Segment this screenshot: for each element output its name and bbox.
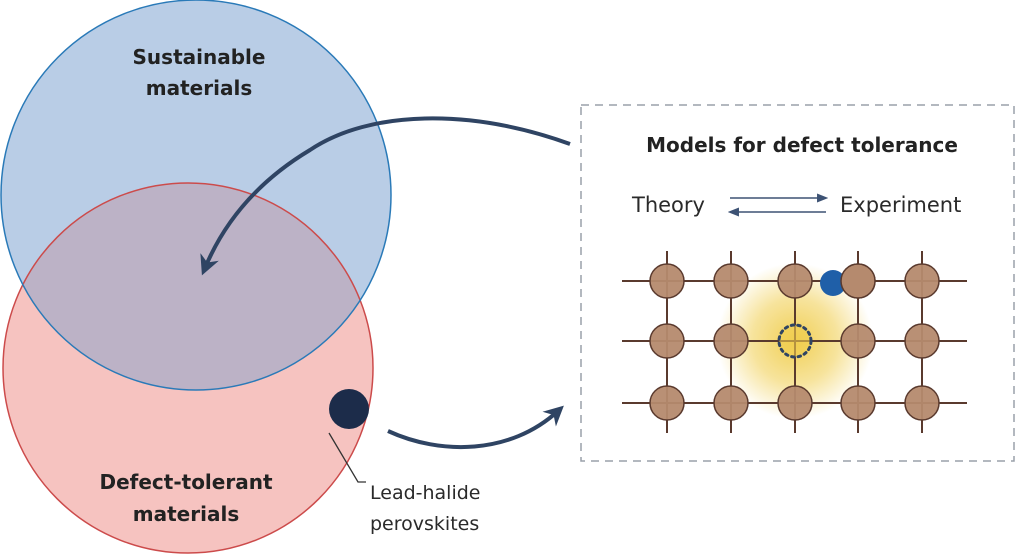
lattice-atom [713, 263, 749, 299]
lattice-atom [904, 385, 940, 421]
defect-tolerant-outline [2, 182, 374, 554]
arrow-to-overlap [200, 116, 571, 276]
lattice-atom [904, 263, 940, 299]
defect-tolerant-label-line1: Defect-tolerant [99, 470, 272, 494]
sustainable-label-line2: materials [146, 76, 252, 100]
sustainable-label-line1: Sustainable [133, 45, 266, 69]
lattice-atom [840, 385, 876, 421]
crystal-lattice [622, 251, 967, 433]
interstitial-atom [820, 270, 846, 296]
overlap-region [3, 183, 373, 390]
perovskite-leader-line [328, 432, 366, 483]
lattice-atom [713, 323, 749, 359]
lattice-atom [840, 323, 876, 359]
lattice-atom [840, 263, 876, 299]
sustainable-outline [0, 0, 392, 391]
lattice-atom [649, 323, 685, 359]
lattice-atom [904, 323, 940, 359]
models-box-title: Models for defect tolerance [646, 133, 958, 157]
theory-label: Theory [631, 193, 705, 217]
lattice-atom [713, 385, 749, 421]
vacancy-site [777, 323, 813, 359]
lattice-atom [649, 263, 685, 299]
lattice-atom [777, 263, 813, 299]
models-box [580, 104, 1015, 462]
defect-tolerant-label-line2: materials [133, 502, 239, 526]
perovskite-marker-dot [329, 389, 369, 429]
arrow-to-models [387, 405, 564, 450]
lattice-atom [649, 385, 685, 421]
perovskite-label-line1: Lead-halide [370, 482, 481, 504]
perovskite-label-line2: perovskites [370, 513, 479, 535]
lattice-atom [777, 385, 813, 421]
experment-label: Experiment [840, 193, 961, 217]
